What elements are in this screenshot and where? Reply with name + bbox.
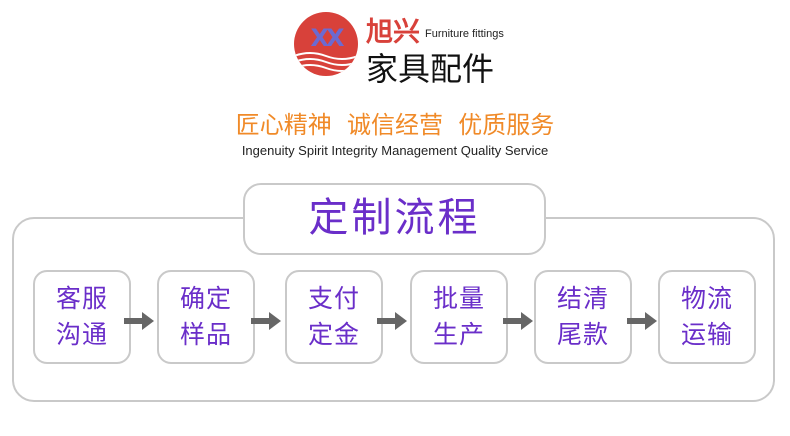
- arrow-right-icon: [627, 312, 657, 330]
- arrow-right-icon: [377, 312, 407, 330]
- step-6-line2: 运输: [680, 320, 733, 349]
- step-6: 物流 运输: [658, 270, 756, 364]
- step-5-line2: 尾款: [556, 320, 609, 349]
- step-5-line1: 结清: [556, 284, 609, 313]
- step-1-line2: 沟通: [55, 320, 108, 349]
- step-3-line1: 支付: [307, 284, 360, 313]
- brand-name-cn: 旭兴: [366, 17, 420, 48]
- process-title: 定制流程: [243, 183, 546, 255]
- logo-letters: XX: [310, 24, 344, 52]
- step-3: 支付 定金: [285, 270, 383, 364]
- step-1: 客服 沟通: [33, 270, 131, 364]
- brand-logo: XX: [294, 12, 358, 76]
- step-2-line2: 样品: [179, 320, 232, 349]
- slogan-en: Ingenuity Spirit Integrity Management Qu…: [241, 143, 549, 158]
- slogan-cn: 匠心精神 诚信经营 优质服务: [235, 111, 555, 139]
- brand-subtitle: 家具配件: [366, 50, 495, 88]
- step-4-line1: 批量: [432, 284, 485, 313]
- step-5: 结清 尾款: [534, 270, 632, 364]
- logo-wave-icon: [294, 52, 358, 72]
- step-4-line2: 生产: [432, 320, 485, 349]
- step-6-line1: 物流: [680, 284, 733, 313]
- arrow-right-icon: [251, 312, 281, 330]
- step-3-line2: 定金: [307, 320, 360, 349]
- arrow-right-icon: [124, 312, 154, 330]
- arrow-right-icon: [503, 312, 533, 330]
- step-2-line1: 确定: [179, 284, 232, 313]
- step-2: 确定 样品: [157, 270, 255, 364]
- step-4: 批量 生产: [410, 270, 508, 364]
- step-1-line1: 客服: [55, 284, 108, 313]
- brand-name-en: Furniture fittings: [425, 28, 504, 40]
